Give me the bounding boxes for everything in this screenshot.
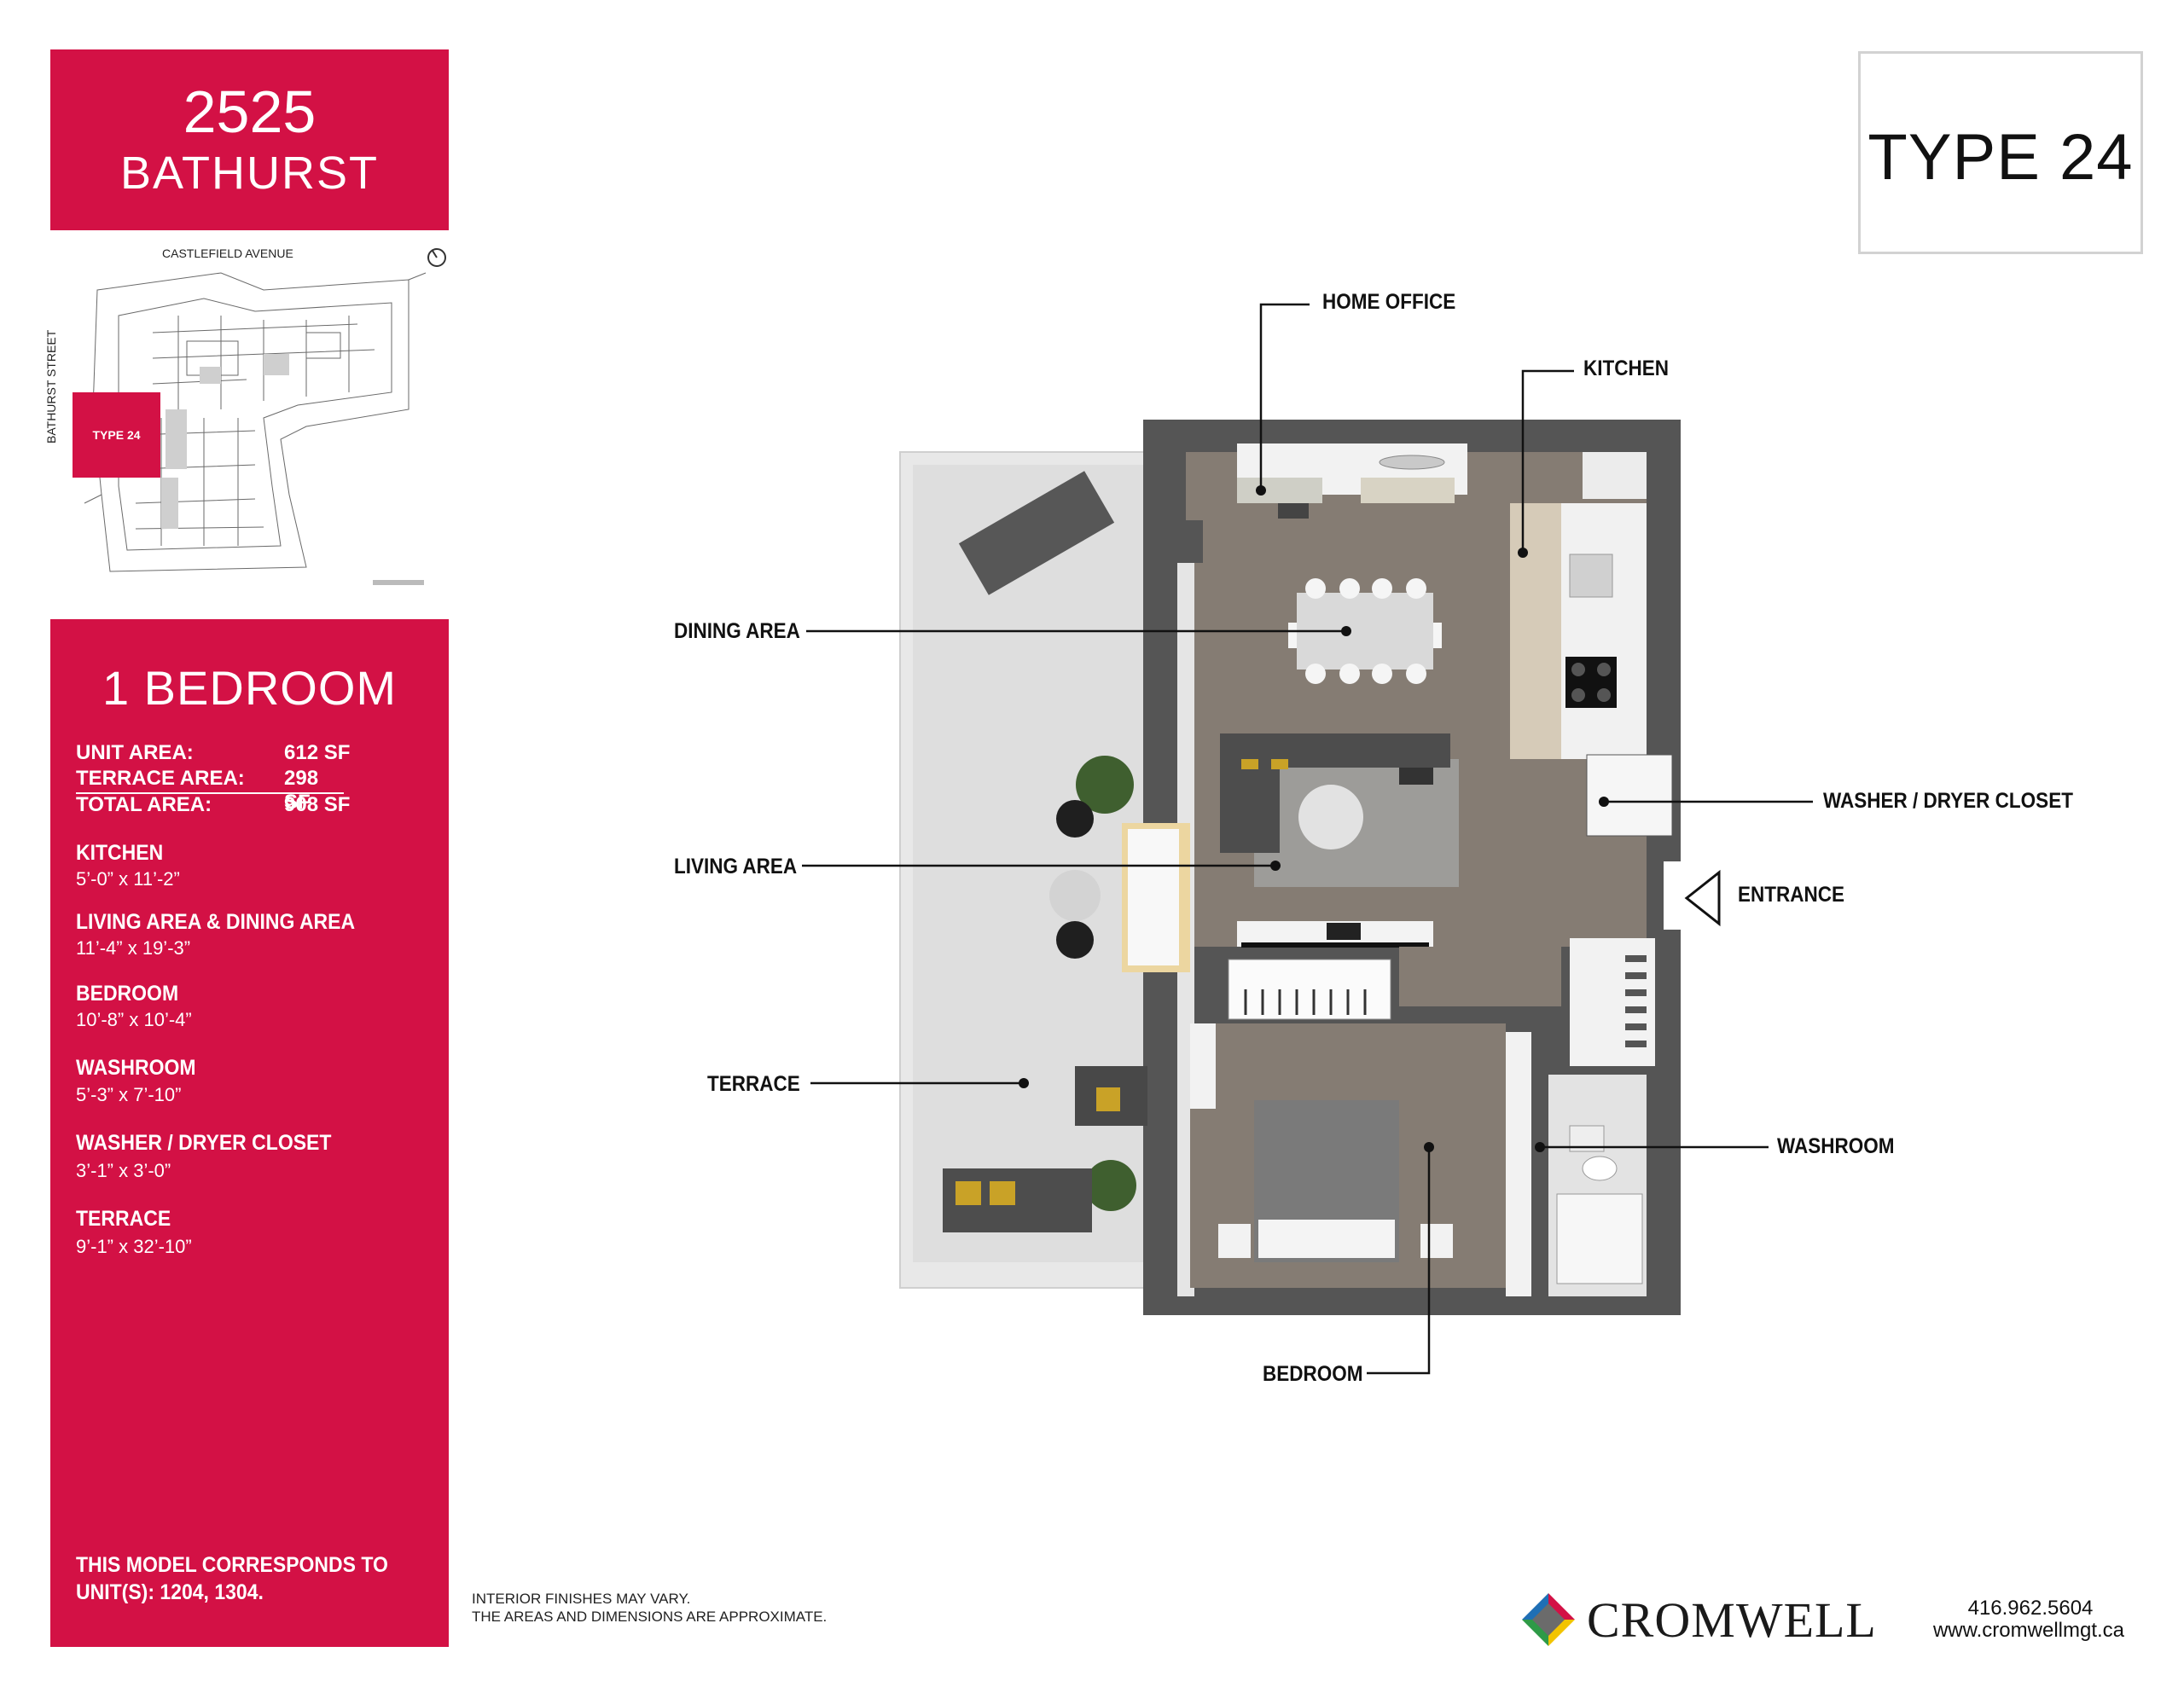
bedroom-count-heading: 1 BEDROOM [102, 661, 398, 715]
area-row-total: TOTAL AREA: 908 SF [76, 793, 400, 819]
keyplan-unit-highlight: TYPE 24 [73, 392, 160, 478]
model-units-note: THIS MODEL CORRESPONDS TO UNIT(S): 1204,… [76, 1553, 388, 1604]
room-dimensions: 11’-4” x 19’-3” [76, 937, 191, 959]
disclaimer-line: INTERIOR FINISHES MAY VARY. [472, 1591, 691, 1607]
bathtub [1556, 1193, 1643, 1284]
contact-phone: 416.962.5604 [1967, 1597, 2094, 1620]
callout-terrace: TERRACE [707, 1072, 800, 1096]
building-title-block: 2525 BATHURST [50, 49, 449, 230]
callout-entrance: ENTRANCE [1738, 883, 1845, 907]
callout-washroom: WASHROOM [1777, 1134, 1895, 1158]
planter [1076, 756, 1134, 814]
area-value: 908 SF [284, 793, 351, 816]
area-row-unit: UNIT AREA: 612 SF [76, 741, 400, 767]
room-name: LIVING AREA & DINING AREA [76, 910, 356, 934]
unit-type-box: TYPE 24 [1858, 51, 2143, 254]
building-number: 2525 [183, 78, 317, 145]
area-value: 298 SF [284, 767, 319, 814]
area-row-terrace: TERRACE AREA: 298 SF [76, 767, 344, 814]
coffee-table [1298, 785, 1363, 849]
cromwell-logo-icon [1520, 1591, 1577, 1648]
washer-dryer [1586, 754, 1673, 837]
room-name: WASHROOM [76, 1056, 196, 1080]
room-dimensions: 5’-3” x 7’-10” [76, 1084, 182, 1105]
entrance-arrow-icon [1684, 869, 1721, 927]
disclaimer: INTERIOR FINISHES MAY VARY. THE AREAS AN… [472, 1590, 827, 1626]
area-value: 612 SF [284, 741, 351, 764]
callout-bedroom: BEDROOM [1263, 1362, 1363, 1386]
callout-living-area: LIVING AREA [674, 855, 798, 878]
area-label: TOTAL AREA: [76, 793, 212, 816]
kitchen-counter [1561, 503, 1647, 759]
callout-kitchen: KITCHEN [1583, 357, 1669, 380]
unit-spec-panel: 1 BEDROOM UNIT AREA: 612 SF TERRACE AREA… [50, 619, 449, 1647]
contact-website[interactable]: www.cromwellmgt.ca [1932, 1619, 2125, 1642]
toilet [1582, 1156, 1618, 1181]
area-label: UNIT AREA: [76, 741, 194, 764]
disclaimer-line: THE AREAS AND DIMENSIONS ARE APPROXIMATE… [472, 1609, 828, 1625]
room-name: TERRACE [76, 1207, 171, 1231]
callout-washer-dryer: WASHER / DRYER CLOSET [1823, 789, 2073, 813]
terrace-surface [913, 465, 1143, 1262]
room-dimensions: 5’-0” x 11’-2” [76, 868, 180, 890]
callout-dining-area: DINING AREA [674, 619, 800, 643]
keyplan-drawing [75, 248, 446, 585]
building-street: BATHURST [119, 148, 379, 199]
room-dimensions: 10’-8” x 10’-4” [76, 1009, 192, 1030]
terrace-lounger [958, 471, 1115, 595]
room-dimensions: 9’-1” x 32’-10” [76, 1236, 192, 1257]
terrace-table [1049, 870, 1101, 921]
room-name: WASHER / DRYER CLOSET [76, 1131, 332, 1155]
floor-plan [899, 420, 1689, 1315]
callout-home-office: HOME OFFICE [1322, 290, 1456, 314]
room-name: KITCHEN [76, 841, 164, 865]
keyplan-street-top: CASTLEFIELD AVENUE [162, 246, 293, 260]
room-dimensions: 3’-1” x 3’-0” [76, 1160, 171, 1181]
room-name: BEDROOM [76, 982, 179, 1006]
brand-name: CROMWELL [1587, 1592, 1877, 1648]
area-label: TERRACE AREA: [76, 767, 245, 790]
unit-type-label: TYPE 24 [1867, 121, 2134, 194]
